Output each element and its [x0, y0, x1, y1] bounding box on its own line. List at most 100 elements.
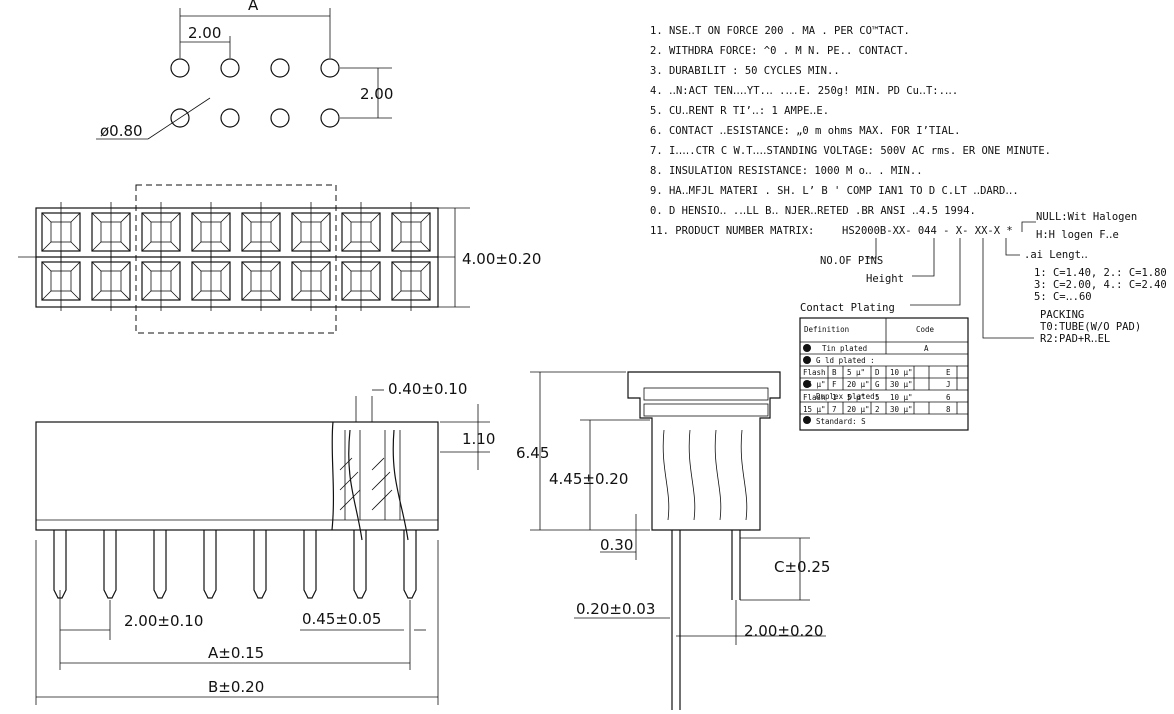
label-packing-t0: T0:TUBE(W/O PAD)	[1040, 321, 1141, 333]
dim-a-tol: A±0.15	[208, 644, 264, 662]
table-head-code: Code	[916, 325, 935, 334]
label-c-options: 5: C=‥.60	[1034, 291, 1092, 303]
table-cell: 30 μ"	[890, 405, 913, 414]
table-cell: E	[946, 368, 951, 377]
note-line: 0. D HENSIO‥ .‥LL B‥ NJER‥RETED .BR ANSI…	[650, 205, 976, 217]
label-no-of-pins: NO.OF PINS	[820, 255, 883, 267]
plating-table: Definition Code Tin plated A G ld plated…	[799, 317, 969, 431]
pin	[403, 530, 417, 599]
note-line: 7. I‥‥.CTR C W.T‥‥STANDING VOLTAGE: 500V…	[650, 145, 1051, 157]
bullet-icon	[803, 380, 811, 388]
contact-cell	[291, 251, 331, 311]
note-line: 11. PRODUCT NUMBER MATRIX:	[650, 225, 814, 237]
pin	[103, 530, 117, 599]
dim-pin-thickness: 0.20±0.03	[576, 600, 655, 618]
table-tin-code: A	[924, 344, 929, 353]
table-cell: 7	[832, 405, 837, 414]
table-cell: Flash	[803, 393, 826, 402]
contact-cell	[191, 251, 231, 311]
contact-cell	[141, 251, 181, 311]
label-c-options: 1: C=1.40, 2.: C=1.80	[1034, 267, 1167, 279]
table-cell: 6	[946, 393, 951, 402]
table-cell: 15 μ"	[803, 380, 826, 389]
hole	[170, 58, 190, 78]
dim-slot-width: 0.40±0.10	[388, 380, 467, 398]
label-halogen: H:H logen F‥e	[1036, 229, 1119, 241]
pin	[203, 530, 217, 599]
bullet-icon	[803, 344, 811, 352]
table-cell: 10 μ"	[890, 368, 913, 377]
table-cell: D	[875, 368, 880, 377]
table-cell: 8	[946, 405, 951, 414]
hole	[220, 108, 240, 128]
hole	[270, 58, 290, 78]
contact-cell	[41, 251, 81, 311]
section-hatch	[339, 429, 409, 541]
contact-cell	[141, 202, 181, 262]
dim-total-height: 6.45	[516, 444, 549, 462]
note-line: 3. DURABILIT : 50 CYCLES MIN..	[650, 65, 840, 77]
label-packing-r2: R2:PAD+R‥EL	[1040, 333, 1110, 345]
side-view: 0.40±0.10 1.10 2.00±0.10 0.45±0.05 A±0.1…	[35, 380, 495, 705]
label-packing: PACKING	[1040, 309, 1084, 321]
contact-cell	[241, 251, 281, 311]
contact-cell	[391, 251, 431, 311]
table-cell: 30 μ"	[890, 380, 913, 389]
table-gold: G ld plated :	[816, 356, 875, 365]
side-pins	[53, 530, 417, 599]
table-cell: 20 μ"	[847, 380, 870, 389]
contact-cell	[341, 251, 381, 311]
pin	[253, 530, 267, 599]
pin	[153, 530, 167, 599]
table-duplex: Duplex plated:	[816, 392, 879, 401]
table-cell: G	[875, 380, 880, 389]
note-line: 6. CONTACT ‥ESISTANCE: „0 m ohms MAX. FO…	[650, 125, 960, 137]
table-cell: 10 μ"	[890, 393, 913, 402]
dim-tail-length: C±0.25	[774, 558, 830, 576]
notes-block: 1. NSE‥T ON FORCE 200 . MA . PER CO™TACT…	[650, 25, 1167, 345]
dim-top-height: 1.10	[462, 430, 495, 448]
table-cell: J	[946, 380, 951, 389]
hole	[270, 108, 290, 128]
dim-b-tol: B±0.20	[208, 678, 264, 696]
note-line: 9. HA‥MFJL MATERI . SH. L’ B ' COMP IAN1…	[650, 185, 1019, 197]
label-contact-plating: Contact Plating	[800, 302, 895, 314]
label-height: Height	[866, 273, 904, 285]
label-tail-length: .ai Lengt‥	[1024, 249, 1088, 261]
dim-step: 0.30	[600, 536, 633, 554]
table-cell: 5 μ"	[847, 393, 865, 402]
dim-body-height: 4.45±0.20	[549, 470, 628, 488]
table-tin: Tin plated	[822, 344, 867, 353]
dim-row-pitch: 2.00	[360, 85, 393, 103]
table-head-definition: Definition	[804, 325, 849, 334]
hole	[320, 58, 340, 78]
dim-row-spacing: 2.00±0.20	[744, 622, 823, 640]
dim-plan-height: 4.00±0.20	[462, 250, 541, 268]
table-standard: Standard: S	[816, 417, 866, 426]
end-view: 6.45 4.45±0.20 0.30 C±0.25 0.20±0.03 2.0…	[516, 371, 830, 710]
table-cell: 20 μ"	[847, 405, 870, 414]
table-cell: 2	[875, 405, 880, 414]
label-null: NULL:Wit Halogen	[1036, 211, 1137, 223]
hole	[170, 108, 190, 128]
dim-a: A	[248, 0, 259, 14]
dim-pin-pitch: 2.00±0.10	[124, 612, 203, 630]
table-cell: 5	[875, 393, 880, 402]
bullet-icon	[803, 416, 811, 424]
note-line: 5. CU‥RENT R TI’‥: 1 AMPE‥E.	[650, 105, 829, 117]
note-line: 2. WITHDRA FORCE: ^0 . M N. PE.. CONTACT…	[650, 45, 909, 57]
table-cell: Flash	[803, 368, 826, 377]
table-cell: B	[832, 368, 837, 377]
contact-cell	[91, 251, 131, 311]
contact-cells	[41, 202, 431, 311]
note-line: 8. INSULATION RESISTANCE: 1000 M o‥ . MI…	[650, 165, 923, 177]
note-line: 4. ‥N:ACT TEN‥‥YT.‥ .‥.E. 250g! MIN. PD …	[650, 85, 958, 97]
hole	[320, 108, 340, 128]
note-line: 1. NSE‥T ON FORCE 200 . MA . PER CO™TACT…	[650, 25, 910, 37]
label-c-options: 3: C=2.00, 4.: C=2.40	[1034, 279, 1167, 291]
dim-pitch: 2.00	[188, 24, 221, 42]
table-cell: 1	[832, 393, 837, 402]
pin	[353, 530, 367, 599]
dim-hole-diameter: ø0.80	[100, 122, 143, 140]
